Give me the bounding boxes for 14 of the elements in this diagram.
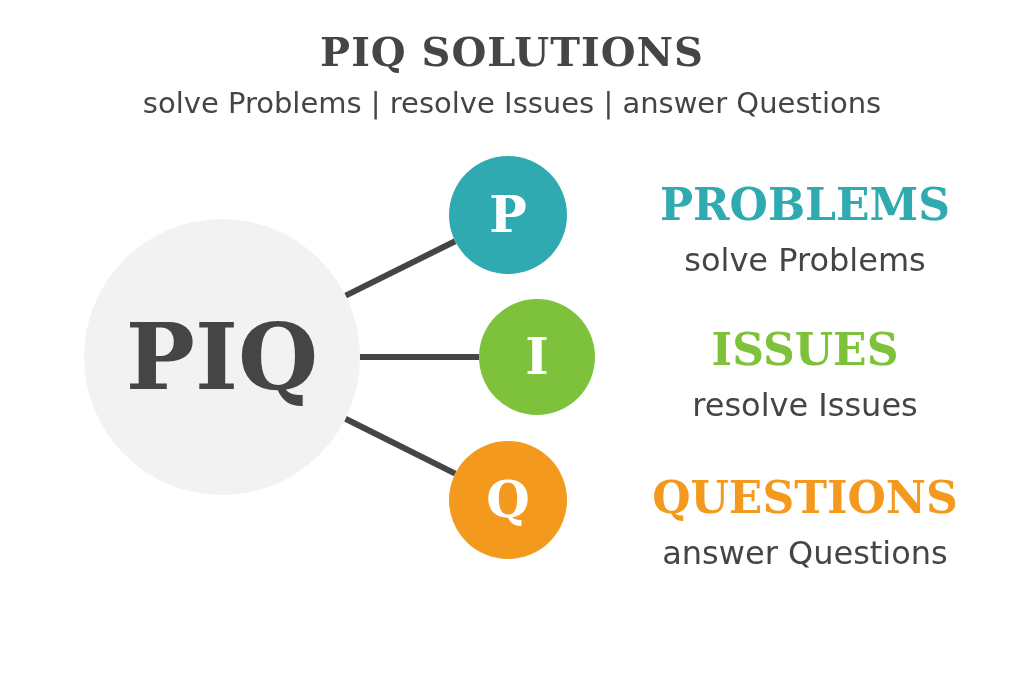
connector-line <box>360 354 479 360</box>
title: PIQ SOLUTIONS <box>319 28 705 75</box>
connector-line <box>344 416 457 477</box>
category-description: resolve Issues <box>691 389 919 421</box>
category-heading: ISSUES <box>710 328 900 372</box>
connector-line <box>344 238 457 299</box>
subtitle: solve Problems | resolve Issues | answer Questions <box>141 86 883 120</box>
category-description: answer Questions <box>661 537 949 569</box>
category-heading: PROBLEMS <box>658 183 952 227</box>
circle-label: P <box>489 190 527 240</box>
category-heading: QUESTIONS <box>651 476 959 520</box>
circle-label: Q <box>486 475 530 525</box>
circle-label: I <box>525 332 549 382</box>
category-description: solve Problems <box>683 244 927 276</box>
